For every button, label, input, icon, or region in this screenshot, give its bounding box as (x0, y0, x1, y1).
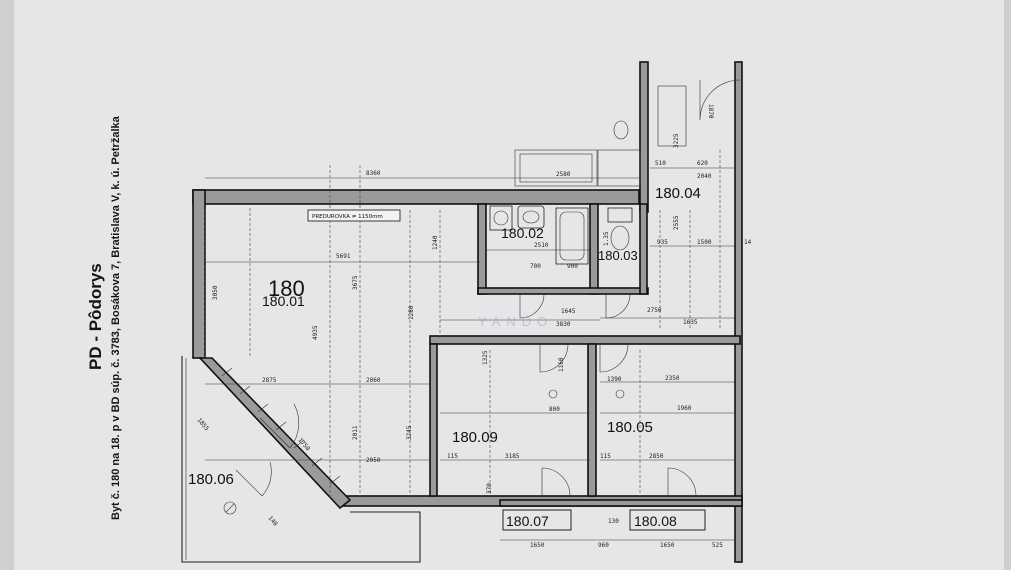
dim-label: 130 (608, 518, 619, 525)
room-180-04: 180.04 (655, 185, 701, 202)
socket-icon-2 (615, 389, 625, 399)
dim-label: 3185 (505, 453, 520, 460)
cellar-wall-top (499, 499, 743, 507)
note-box (307, 209, 401, 222)
dim-label: 510 (655, 160, 666, 167)
dim-label: 1240 (432, 235, 439, 250)
doors (235, 79, 741, 497)
toilet-tank-icon (607, 207, 633, 223)
wall-partition-09 (429, 343, 438, 497)
dim-label: 1160 (558, 357, 565, 372)
room-180-05: 180.05 (607, 419, 653, 436)
kitchen-block (597, 149, 641, 187)
dim-label: 2040 (697, 173, 712, 180)
wall-bath-left (477, 203, 487, 295)
wall-hall-left (639, 61, 649, 213)
dim-label: 370 (486, 483, 493, 494)
dim-label: 1650 (660, 542, 675, 549)
room-180-03: 180.03 (598, 248, 638, 263)
dim-label: 2555 (673, 215, 680, 230)
dim-label: 1.35 (603, 231, 610, 246)
note-text: PREDUROVKA ≠ 1150mm (312, 214, 383, 220)
wall-left (192, 189, 206, 359)
wall-bath-right (589, 203, 599, 295)
dim-label: 140 (266, 515, 279, 528)
wall-bath-bottom (477, 287, 649, 295)
dim-label: 2060 (366, 377, 381, 384)
dim-label: 2350 (665, 375, 680, 382)
hall-stair-icon (657, 85, 687, 147)
dim-label: 3675 (352, 275, 359, 290)
dim-label: 1650 (530, 542, 545, 549)
loggia-outline (181, 356, 421, 563)
cellar-07-box (502, 509, 572, 531)
dim-label: 115 (447, 453, 458, 460)
room-180-09: 180.09 (452, 429, 498, 446)
dim-label: 700 (530, 263, 541, 270)
drain-icon (223, 501, 237, 515)
wall-partition-05-09 (587, 343, 597, 497)
paper (14, 0, 1004, 570)
kitchen-counter (514, 149, 598, 187)
dim-label: 2011 (352, 425, 359, 440)
loggia-hatch (221, 367, 341, 485)
dim-label: 1645 (561, 308, 576, 315)
toilet-icon (610, 225, 630, 251)
fixtures (223, 85, 687, 515)
dimension-lines (204, 150, 735, 541)
dim-label: 1280 (408, 305, 415, 320)
wall-right (734, 61, 743, 563)
bathtub-icon (555, 207, 589, 265)
dim-label: 3225 (673, 133, 680, 148)
dim-label: 3245 (406, 425, 413, 440)
dim-label: 1500 (697, 239, 712, 246)
cellar-08-box (629, 509, 706, 531)
hall-toilet-icon (613, 120, 629, 140)
dim-label: 1855 (195, 417, 210, 433)
watermark: YANDO (478, 314, 553, 329)
room-180-06: 180.06 (188, 471, 234, 488)
dim-label: 935 (657, 239, 668, 246)
dim-label: 3050 (212, 285, 219, 300)
dim-label: 2580 (556, 171, 571, 178)
dimension-labels: 8360 2580 510 620 2040 3225 1870 5691 25… (195, 104, 751, 549)
washing-machine-icon (489, 205, 513, 231)
dim-label: 3830 (556, 321, 571, 328)
dim-label: 525 (712, 542, 723, 549)
dim-label: 1325 (482, 350, 489, 365)
room-unit-number: 180 (268, 276, 305, 301)
dim-label: 900 (567, 263, 578, 270)
dim-label: 2850 (649, 453, 664, 460)
dim-label: 1390 (607, 376, 622, 383)
dim-label: 1635 (683, 319, 698, 326)
dim-label: 800 (549, 406, 560, 413)
room-180-07: 180.07 (506, 513, 549, 529)
room-180-08: 180.08 (634, 513, 677, 529)
wall-wc-right (639, 203, 648, 295)
sink-counter-icon (519, 153, 593, 183)
dim-label: 2750 (647, 307, 662, 314)
dim-label: 2050 (366, 457, 381, 464)
wall-top (192, 189, 640, 205)
room-180-02: 180.02 (501, 225, 544, 241)
wall-middle (429, 335, 741, 345)
dim-label: 2875 (262, 377, 277, 384)
dim-label: 14 (744, 239, 752, 246)
washbasin-icon (517, 205, 545, 229)
dim-label: 620 (697, 160, 708, 167)
dim-label: 960 (598, 542, 609, 549)
dim-label: 1870 (707, 104, 714, 119)
socket-icon (548, 389, 558, 399)
room-180-01: 180.01 (262, 293, 305, 309)
dim-label: 4935 (312, 325, 319, 340)
dim-label: 1960 (677, 405, 692, 412)
dim-label: 2510 (534, 242, 549, 249)
dim-label: 8360 (366, 170, 381, 177)
dim-label: 115 (600, 453, 611, 460)
dim-label: 5691 (336, 253, 351, 260)
